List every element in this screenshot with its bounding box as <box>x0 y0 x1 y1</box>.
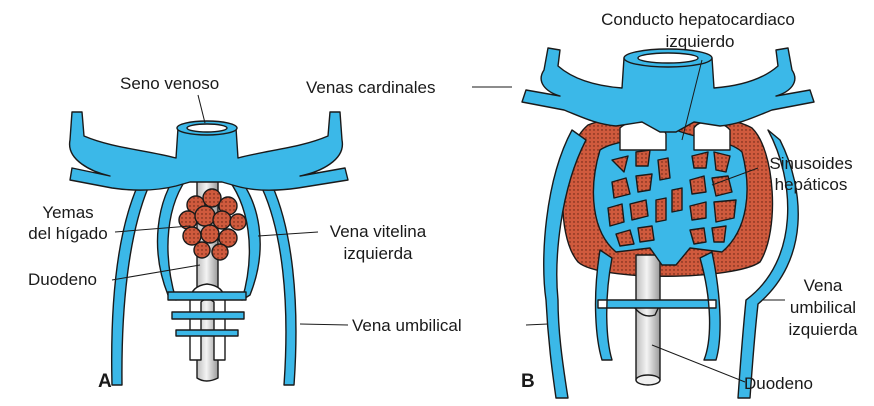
panel-a-drawing <box>70 112 348 385</box>
right-umbilical-vein-a <box>262 185 296 385</box>
label-vena-umb-izq-3: izquierda <box>780 320 866 340</box>
label-conducto-1: Conducto hepatocardiaco <box>568 10 828 30</box>
label-seno-venoso: Seno venoso <box>120 74 219 94</box>
vitelline-anastomoses-a <box>168 292 246 336</box>
panel-label-a: A <box>98 372 112 392</box>
label-vena-vitelina-1: Vena vitelina <box>318 222 438 242</box>
label-duodeno-b: Duodeno <box>744 374 813 394</box>
leader-seno-venoso <box>198 95 205 123</box>
label-duodeno-a: Duodeno <box>28 270 97 290</box>
label-yemas-1: Yemas <box>18 203 118 223</box>
label-vena-vitelina-2: izquierda <box>318 244 438 264</box>
panel-label-b: B <box>521 372 535 392</box>
label-vena-umb-izq-1: Vena <box>780 276 866 296</box>
label-venas-cardinales: Venas cardinales <box>306 78 435 98</box>
label-sinusoides-1: Sinusoides <box>756 154 866 174</box>
label-vena-umbilical: Vena umbilical <box>352 316 462 336</box>
label-conducto-2: izquierdo <box>640 32 760 52</box>
leader-vena-umbilical-a <box>300 324 348 325</box>
leader-duodeno-b <box>652 345 745 382</box>
label-sinusoides-2: hepáticos <box>756 175 866 195</box>
leader-vena-umbilical-b <box>526 324 548 325</box>
label-yemas-2: del hígado <box>18 224 118 244</box>
label-vena-umb-izq-2: umbilical <box>780 298 866 318</box>
panel-b-drawing <box>522 48 814 398</box>
